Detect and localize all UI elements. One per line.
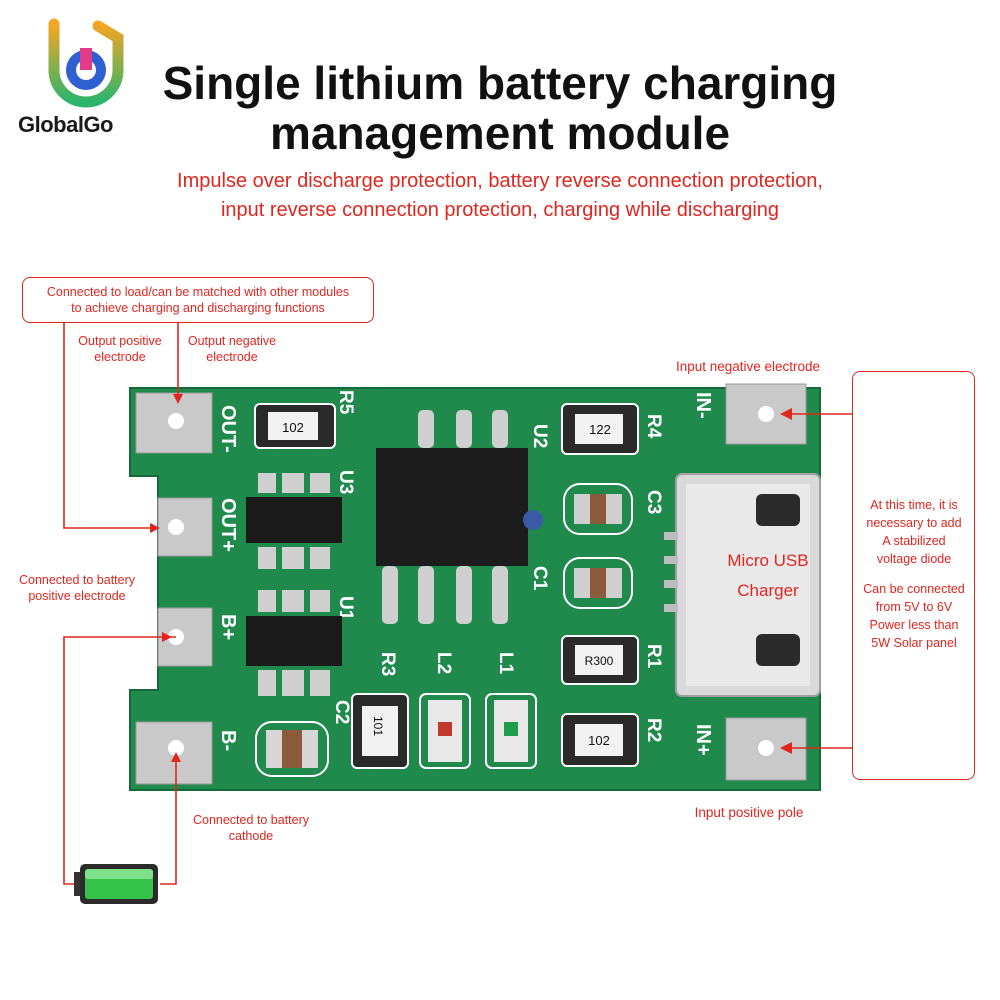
silk-r5: R5	[335, 390, 356, 415]
pad-out-plus	[157, 497, 213, 557]
side-note-line-5: Can be connected	[863, 582, 965, 596]
brand-name: GlobalGo	[18, 112, 114, 137]
load-note-box	[22, 277, 374, 323]
side-note: At this time, it is necessary to add A s…	[852, 496, 976, 652]
silk-b-plus: B+	[217, 614, 239, 640]
load-note-line-2: to achieve charging and discharging func…	[71, 301, 325, 315]
arrow-input-negative	[780, 408, 792, 420]
battery-cathode-line-1: Connected to battery	[192, 813, 310, 827]
usb-label-line-1: Micro USB	[727, 551, 808, 570]
silk-b-minus: B-	[217, 730, 239, 751]
usb-label-line-2: Charger	[737, 581, 799, 600]
output-negative-label: Output negative electrode	[172, 333, 292, 365]
load-note-line-1: Connected to load/can be matched with ot…	[46, 285, 350, 299]
battery-cathode-line-2: cathode	[228, 829, 274, 843]
arrow-input-positive	[780, 742, 792, 754]
input-positive-label: Input positive pole	[694, 805, 804, 820]
resistor-r3: 101	[351, 693, 409, 769]
side-note-box	[852, 371, 975, 780]
resistor-r1: R300	[561, 635, 639, 685]
output-positive-line-1: Output positive	[78, 334, 162, 348]
chip-u2	[376, 410, 543, 624]
silk-r4: R4	[643, 414, 664, 439]
input-negative-label: Input negative electrode	[675, 359, 821, 374]
arrow-output-negative	[173, 394, 183, 404]
silk-u3: U3	[335, 470, 356, 494]
chip-u1	[246, 590, 342, 696]
subtitle-line-1: Impulse over discharge protection, batte…	[177, 170, 823, 192]
hole-out-minus	[168, 413, 184, 429]
led-l1	[485, 693, 537, 769]
silk-c2: C2	[331, 700, 352, 724]
silk-u2: U2	[529, 424, 550, 448]
output-positive-label: Output positive electrode	[60, 333, 180, 365]
line-battery-cathode	[160, 758, 177, 885]
silk-in-plus: IN+	[692, 724, 714, 756]
silk-out-plus: OUT+	[217, 498, 239, 552]
page-title: Single lithium battery charging manageme…	[130, 58, 870, 158]
side-note-line-4: voltage diode	[876, 552, 952, 566]
capacitor-c2	[255, 721, 329, 777]
r4-code: 122	[589, 422, 611, 437]
battery-positive-line-2: positive electrode	[28, 589, 126, 603]
led-l2	[419, 693, 471, 769]
resistor-r5: 102	[254, 403, 336, 449]
battery-positive-line-1: Connected to battery	[18, 573, 136, 587]
capacitor-c3	[563, 483, 633, 535]
silk-out-minus: OUT-	[217, 405, 239, 453]
output-negative-line-1: Output negative	[187, 334, 277, 348]
side-note-line-8: 5W Solar panel	[871, 636, 957, 650]
silk-u1: U1	[335, 596, 356, 621]
line-battery-positive	[63, 636, 176, 885]
subtitle-line-2: input reverse connection protection, cha…	[220, 199, 780, 221]
r1-code: R300	[585, 654, 614, 668]
r2-code: 102	[588, 733, 610, 748]
chip-u3	[246, 473, 342, 569]
side-note-line-3: A stabilized	[882, 534, 946, 548]
globalgo-logo-icon	[48, 18, 124, 108]
resistor-r4: 122	[561, 403, 639, 455]
arrow-battery-positive	[162, 632, 172, 642]
output-negative-line-2: electrode	[206, 350, 258, 364]
hole-b-minus	[168, 740, 184, 756]
silk-in-minus: IN-	[692, 392, 714, 419]
arrow-battery-cathode	[171, 752, 181, 762]
silk-r3: R3	[377, 652, 398, 676]
resistor-r2: 102	[561, 713, 639, 767]
side-note-line-6: from 5V to 6V	[875, 600, 953, 614]
capacitor-c1	[563, 557, 633, 609]
hole-in-minus	[758, 406, 774, 422]
pad-holes	[168, 406, 774, 756]
arrowheads	[150, 394, 792, 762]
side-note-line-7: Power less than	[869, 618, 959, 632]
silk-r2: R2	[643, 718, 664, 742]
hole-in-plus	[758, 740, 774, 756]
side-note-line-2: necessary to add	[866, 516, 962, 530]
r3-code: 101	[371, 716, 385, 736]
line-output-positive	[63, 322, 158, 529]
silk-c1: C1	[529, 566, 550, 591]
hole-out-plus	[168, 519, 184, 535]
title-line-1: Single lithium battery charging	[162, 57, 838, 109]
load-note: Connected to load/can be matched with ot…	[22, 284, 374, 316]
silk-r1: R1	[643, 644, 664, 669]
battery-cathode-label: Connected to battery cathode	[176, 812, 326, 844]
battery-icon	[74, 864, 158, 904]
battery-positive-label: Connected to battery positive electrode	[0, 572, 154, 604]
micro-usb-connector: Micro USB Charger	[664, 473, 821, 697]
output-positive-line-2: electrode	[94, 350, 146, 364]
silk-l1: L1	[495, 652, 516, 675]
callout-lines	[63, 322, 852, 885]
silk-c3: C3	[643, 490, 664, 514]
r5-code: 102	[282, 420, 304, 435]
side-note-line-1: At this time, it is	[870, 498, 958, 512]
arrow-output-positive	[150, 523, 160, 533]
title-line-2: management module	[269, 107, 731, 159]
silk-l2: L2	[433, 652, 454, 674]
